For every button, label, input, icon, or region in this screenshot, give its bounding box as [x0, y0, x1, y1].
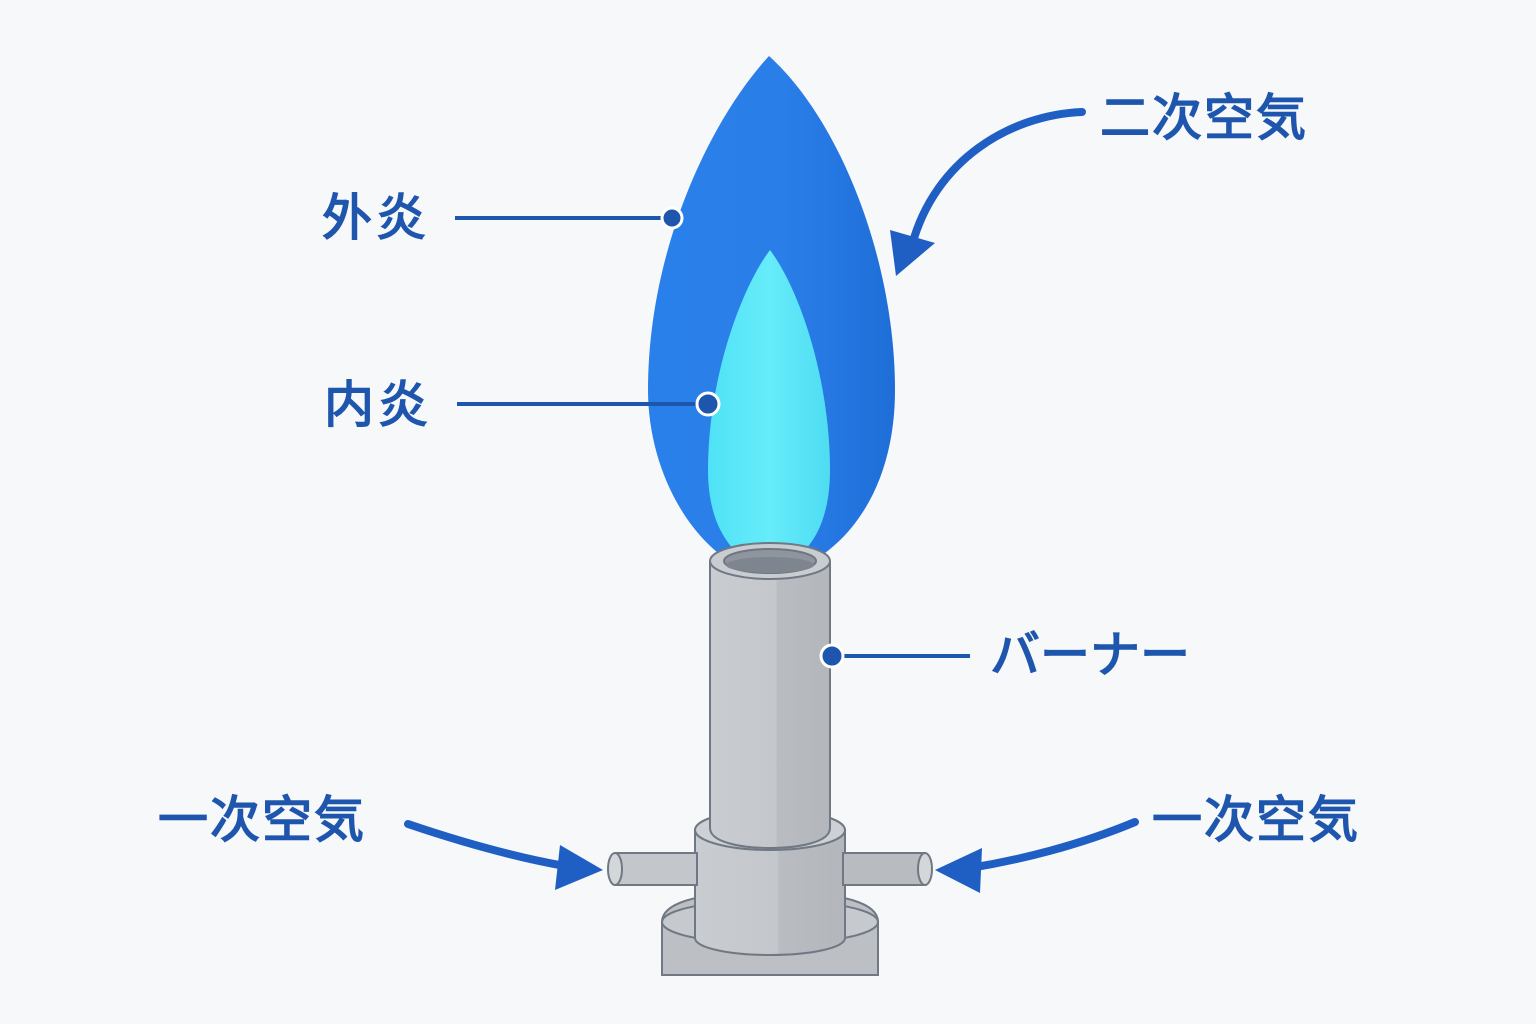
primary-air-right-label: 一次空気 [1152, 791, 1360, 849]
outer-flame-label: 外炎 [322, 189, 430, 247]
outer-flame-leader [455, 206, 684, 230]
burner-leader [819, 643, 970, 669]
inner-flame-leader [457, 391, 721, 417]
secondary-air-label: 二次空気 [1100, 89, 1308, 147]
primary-air-right-arrow [935, 818, 1139, 893]
inner-flame [708, 250, 830, 570]
secondary-air-arrow [890, 108, 1086, 276]
primary-air-left-label: 一次空気 [158, 791, 366, 849]
primary-air-left-arrow [404, 820, 603, 890]
inner-flame-label: 内炎 [324, 376, 432, 434]
left-air-inlet [607, 852, 698, 886]
right-air-inlet [842, 852, 933, 886]
burner-tube [709, 542, 831, 850]
burner-label: バーナー [990, 626, 1190, 684]
